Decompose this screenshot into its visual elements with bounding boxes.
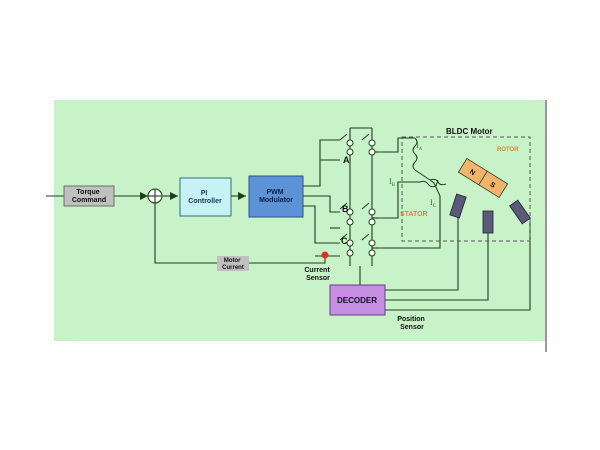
rotor-label: ROTOR <box>497 147 519 153</box>
diagram-panel <box>54 100 545 341</box>
current-ib-label: IB <box>389 177 396 188</box>
pwm-line-2: Modulator <box>259 197 293 204</box>
torque-line-1: Torque <box>76 189 99 196</box>
pwm-line-1: PWM <box>266 189 283 196</box>
motor-current-tag <box>217 256 249 271</box>
pi-controller-block <box>179 177 232 217</box>
position-sensor-label: Position Sensor <box>397 316 427 331</box>
motor-current-line-1: Motor <box>224 258 241 264</box>
phase-b-label: B <box>342 204 349 214</box>
stator-label: STATOR <box>400 211 428 218</box>
decoder-block <box>329 284 386 316</box>
pwm-modulator-block <box>248 175 304 218</box>
switch-blades <box>339 133 370 241</box>
rotor-magnet: N S <box>457 157 509 199</box>
current-ic-label: IC <box>430 198 437 209</box>
magnet-n-label: N <box>468 169 476 178</box>
motor-current-label: Motor Current <box>222 258 244 271</box>
decoder-label: DECODER <box>337 296 377 305</box>
stator-coils <box>412 137 447 197</box>
current-ia-label: IA <box>416 141 423 152</box>
motor-current-line-2: Current <box>222 265 244 271</box>
magnet-s-label: S <box>489 181 497 190</box>
hall-sensor-2 <box>482 210 494 234</box>
bldc-motor-box <box>401 136 531 242</box>
pi-line-2: Controller <box>188 198 222 205</box>
torque-command-block <box>63 185 115 207</box>
pi-line-1: PI <box>201 190 208 197</box>
summing-junction <box>147 188 163 204</box>
position-sensor-line-2: Sensor <box>400 324 424 331</box>
current-sensor-label: Current Sensor <box>304 267 331 282</box>
current-sensor-line-1: Current <box>304 267 330 274</box>
bldc-motor-title: BLDC Motor <box>446 127 493 136</box>
phase-a-label: A <box>343 155 350 165</box>
torque-line-2: Command <box>72 197 106 204</box>
current-sensor-line-2: Sensor <box>306 275 330 282</box>
hall-sensor-1 <box>449 193 467 219</box>
current-sensor-dot <box>321 251 329 259</box>
torque-command-label: Torque Command <box>72 189 106 204</box>
pi-controller-label: PI Controller <box>188 190 222 205</box>
hall-sensors <box>449 193 531 234</box>
position-sensor-line-1: Position <box>397 316 425 323</box>
hall-sensor-3 <box>509 199 531 225</box>
inverter-switches <box>346 139 376 257</box>
phase-c-label: C <box>341 236 348 246</box>
pwm-modulator-label: PWM Modulator <box>259 189 293 204</box>
